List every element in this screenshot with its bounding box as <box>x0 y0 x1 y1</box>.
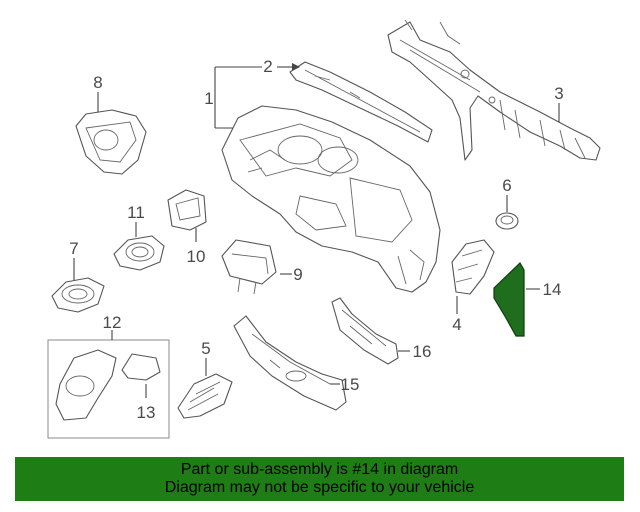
label-7: 7 <box>69 239 78 258</box>
label-4: 4 <box>452 315 461 334</box>
label-12: 12 <box>103 313 122 332</box>
label-6: 6 <box>502 176 511 195</box>
label-3: 3 <box>554 84 563 103</box>
part-15-knee-panel <box>233 315 347 411</box>
part-2-upper-panel <box>289 61 433 143</box>
part-9-airbag-module <box>221 239 277 295</box>
label-5: 5 <box>201 339 210 358</box>
label-16: 16 <box>413 342 432 361</box>
label-13: 13 <box>137 403 156 422</box>
label-10: 10 <box>187 247 206 266</box>
banner-line-1: Part or sub-assembly is #14 in diagram <box>180 461 459 478</box>
instrument-panel <box>221 105 441 293</box>
part-8-cluster-hood <box>75 109 147 175</box>
label-11: 11 <box>127 203 145 222</box>
part-16-lower-panel <box>331 297 399 365</box>
part-5-vent <box>177 373 233 419</box>
part-11-speaker-cover <box>113 235 165 271</box>
part-14-side-cover <box>493 262 525 337</box>
part-12-group-box <box>47 339 170 439</box>
banner-line-2: Diagram may not be specific to your vehi… <box>164 479 475 496</box>
label-15: 15 <box>341 375 360 394</box>
part-4-center-bracket <box>451 239 495 295</box>
label-1: 1 <box>204 89 213 108</box>
label-2: 2 <box>263 57 272 76</box>
label-8: 8 <box>93 73 102 92</box>
part-3-cross-beam <box>387 19 601 161</box>
info-banner: Part or sub-assembly is #14 in diagram D… <box>15 457 624 501</box>
part-7-speaker-grille <box>51 277 105 313</box>
part-10-switch <box>167 189 207 231</box>
label-9: 9 <box>293 265 302 284</box>
part-6-grommet <box>495 212 519 230</box>
label-14: 14 <box>543 280 562 299</box>
parts-diagram: 1 2 3 4 5 6 7 8 9 10 11 12 13 14 15 16 <box>47 19 601 439</box>
